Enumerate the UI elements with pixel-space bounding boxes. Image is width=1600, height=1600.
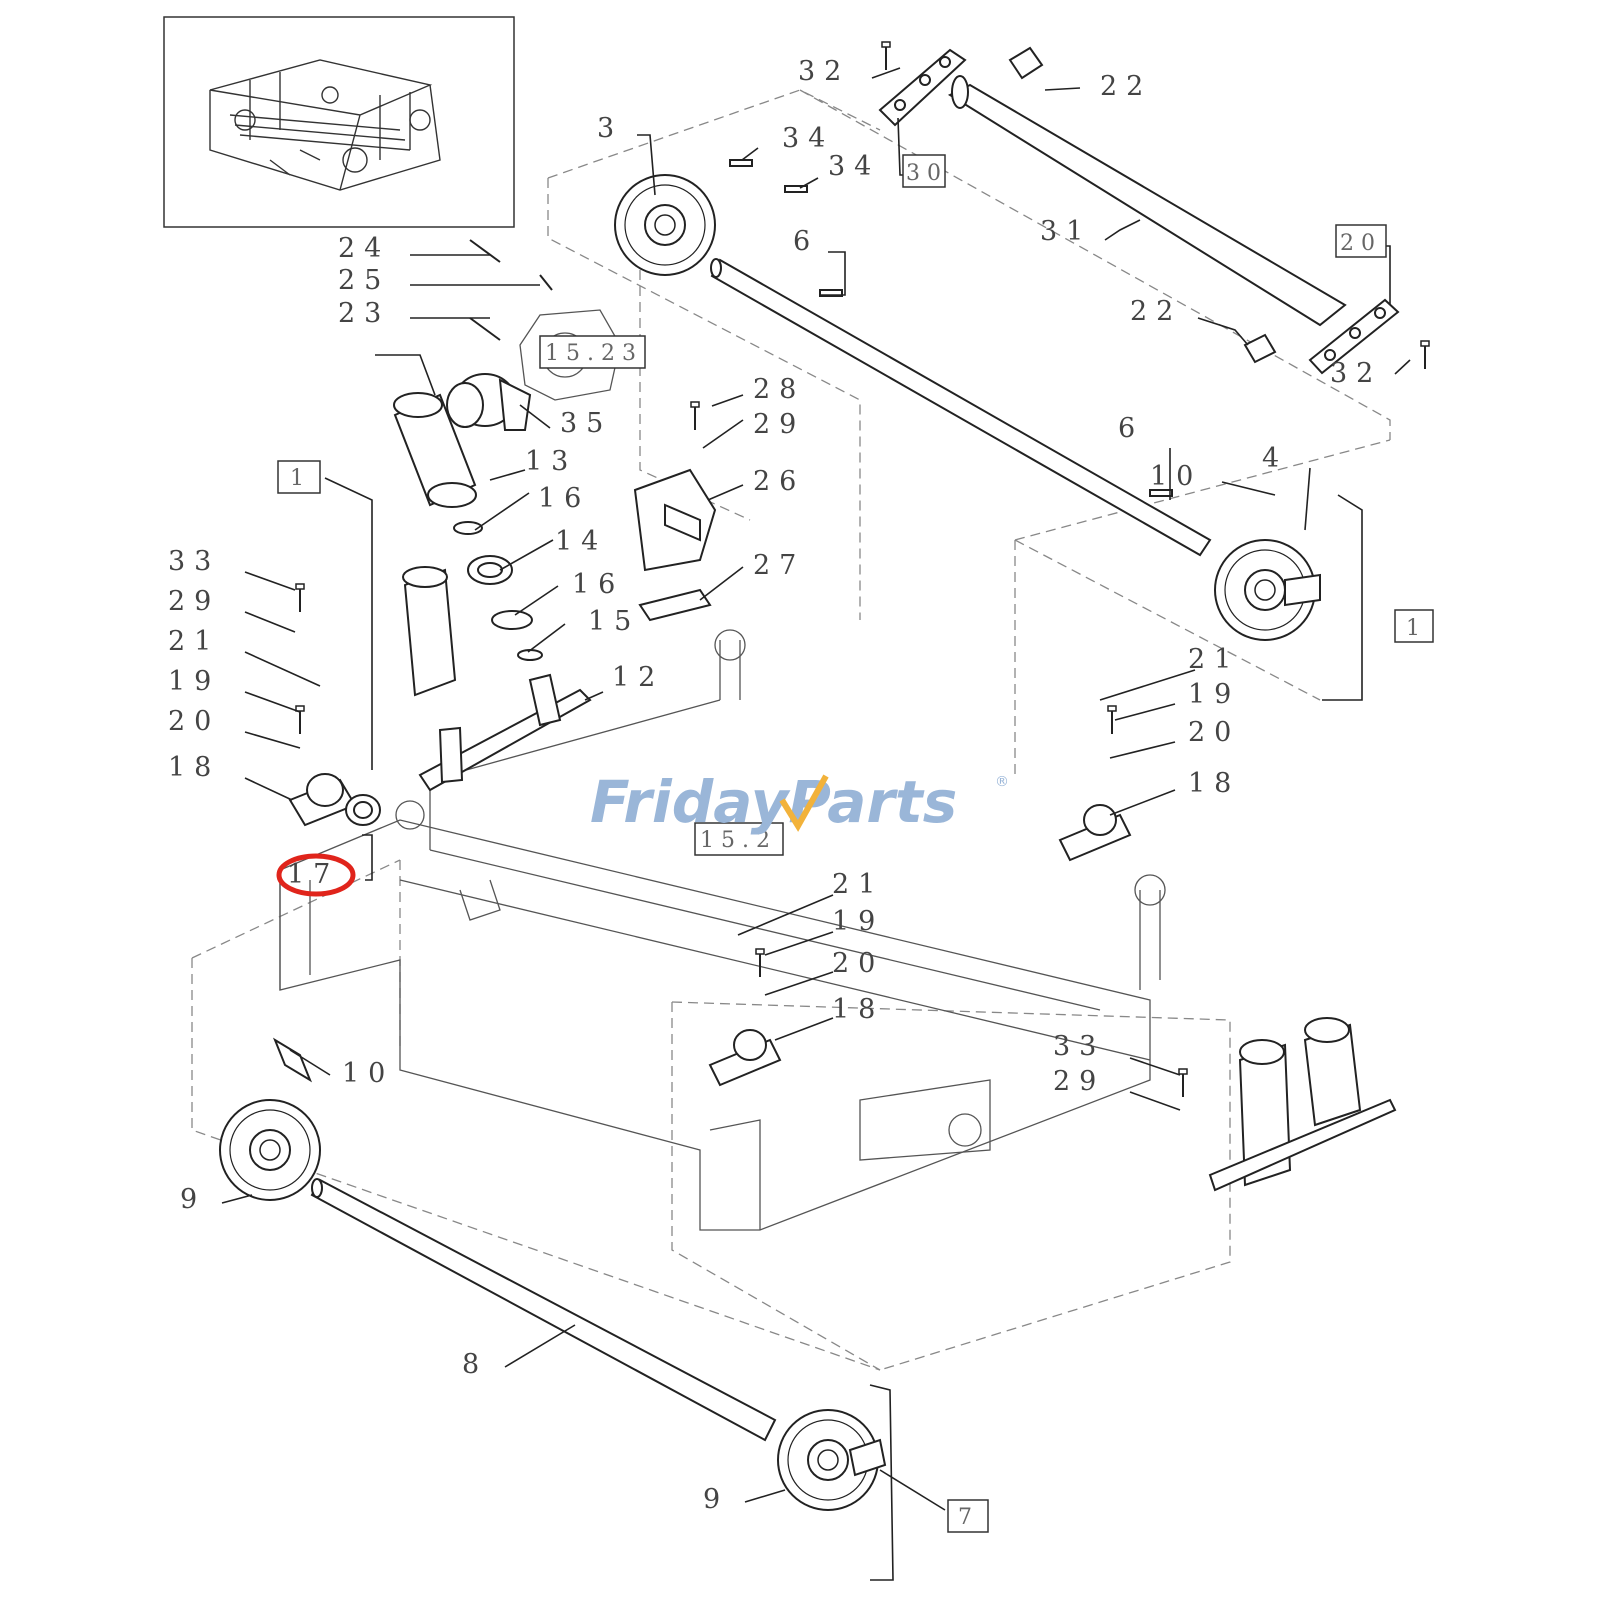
callout-9-right: 9 [703, 1484, 729, 1515]
callout-7-box: 7 [958, 1505, 979, 1530]
callout-3: 3 [597, 113, 623, 144]
callout-34-a: 34 [782, 123, 834, 154]
reference-boxes [277, 154, 1434, 1533]
callout-34-b: 34 [828, 151, 880, 182]
callout-19-center: 19 [832, 906, 884, 937]
callout-18-left: 18 [168, 752, 220, 783]
callout-35: 35 [560, 408, 612, 439]
bearing-14 [467, 555, 513, 585]
callout-1-right: 1 [1406, 616, 1427, 641]
callout-8: 8 [462, 1349, 488, 1380]
main-frame [279, 629, 1166, 1231]
callout-30-box: 30 [906, 161, 948, 186]
chain-upper [878, 48, 967, 127]
highlight-circle-17 [276, 853, 356, 897]
callout-33-left: 33 [168, 546, 220, 577]
roller-pair-right [1208, 1017, 1397, 1192]
bearing-block-18-right [1058, 804, 1132, 862]
callout-16-a: 16 [538, 483, 590, 514]
overview-inset [163, 16, 515, 228]
callout-labels: 32 22 3 34 34 30 24 25 23 6 31 20 22 32 … [168, 56, 1427, 1530]
motor-35 [446, 373, 532, 431]
roller-13-upper [393, 392, 477, 508]
leader-lines [221, 67, 1411, 1581]
upper-shaft [710, 258, 1212, 557]
callout-23: 23 [338, 298, 390, 329]
lower-shaft-8 [310, 1178, 777, 1442]
watermark-brand-part2: Parts [788, 768, 957, 836]
callout-31: 31 [1040, 216, 1092, 247]
callout-21-right: 21 [1188, 644, 1240, 675]
callout-20-left: 20 [168, 706, 220, 737]
tube-31 [947, 75, 1347, 327]
callout-20-right: 20 [1188, 717, 1240, 748]
bolts [295, 41, 1430, 1098]
callout-16-b: 16 [572, 569, 624, 600]
callout-18-center: 18 [832, 994, 884, 1025]
callout-4: 4 [1262, 443, 1288, 474]
callout-20-box: 20 [1340, 231, 1382, 256]
roller-lower-left [402, 566, 457, 697]
bearing-block-18-left [288, 773, 357, 827]
callout-29-left: 29 [168, 586, 220, 617]
callout-26: 26 [753, 466, 805, 497]
sprocket-4 [1214, 539, 1321, 641]
assembly-outline-lower [191, 859, 1231, 1371]
callout-28-top: 28 [753, 374, 805, 405]
callout-19-left: 19 [168, 666, 220, 697]
sprocket-3 [614, 174, 716, 276]
connector-link-22b [1243, 333, 1277, 364]
watermark-logo: FridayParts ® [590, 768, 1009, 836]
ref-15-23: 15.23 [545, 341, 643, 366]
callout-29-top: 29 [753, 409, 805, 440]
callout-17: 17 [287, 859, 339, 890]
callout-9-left: 9 [180, 1184, 206, 1215]
callout-25: 25 [338, 265, 390, 296]
callout-22-mid: 22 [1130, 296, 1182, 327]
connector-link-22a [1008, 46, 1044, 80]
watermark-brand-part1: Friday [590, 768, 791, 836]
svg-text:FridayParts: FridayParts [590, 768, 957, 836]
callout-32-mid: 32 [1330, 358, 1382, 389]
callout-6-top: 6 [793, 226, 819, 257]
plate-27 [638, 588, 712, 622]
snap-rings-16 [453, 521, 543, 661]
callout-12: 12 [612, 662, 664, 693]
keys-34 [729, 159, 1173, 497]
watermark-check-accent [779, 774, 829, 832]
ref-15-2: 15.2 [700, 828, 777, 853]
watermark-registered-mark: ® [995, 774, 1009, 790]
sprocket-9-right [777, 1409, 887, 1511]
callout-10-lower: 10 [342, 1058, 394, 1089]
bushing-17 [345, 794, 381, 826]
callout-20-center: 20 [832, 948, 884, 979]
sprocket-9-left [219, 1099, 321, 1201]
bearing-block-18-center [708, 1029, 782, 1087]
callout-1-left: 1 [290, 466, 311, 491]
callout-14: 14 [555, 526, 607, 557]
callout-19-right: 19 [1188, 679, 1240, 710]
callout-33-right: 33 [1053, 1031, 1105, 1062]
roller-bracket-12 [418, 673, 592, 792]
callout-10-right: 10 [1150, 461, 1202, 492]
chain-lower [1308, 298, 1400, 375]
callout-24: 24 [338, 233, 390, 264]
callout-13: 13 [525, 446, 577, 477]
callout-22-top: 22 [1100, 71, 1152, 102]
callout-27: 27 [753, 550, 805, 581]
callout-32-top: 32 [798, 56, 850, 87]
callout-21-center: 21 [832, 869, 884, 900]
bracket-26 [633, 468, 717, 572]
callout-29-right: 29 [1053, 1066, 1105, 1097]
callout-6-right: 6 [1118, 413, 1144, 444]
key-10-lower [272, 1037, 313, 1083]
callout-18-right: 18 [1188, 768, 1240, 799]
callout-15: 15 [588, 606, 640, 637]
callout-21-left: 21 [168, 626, 220, 657]
